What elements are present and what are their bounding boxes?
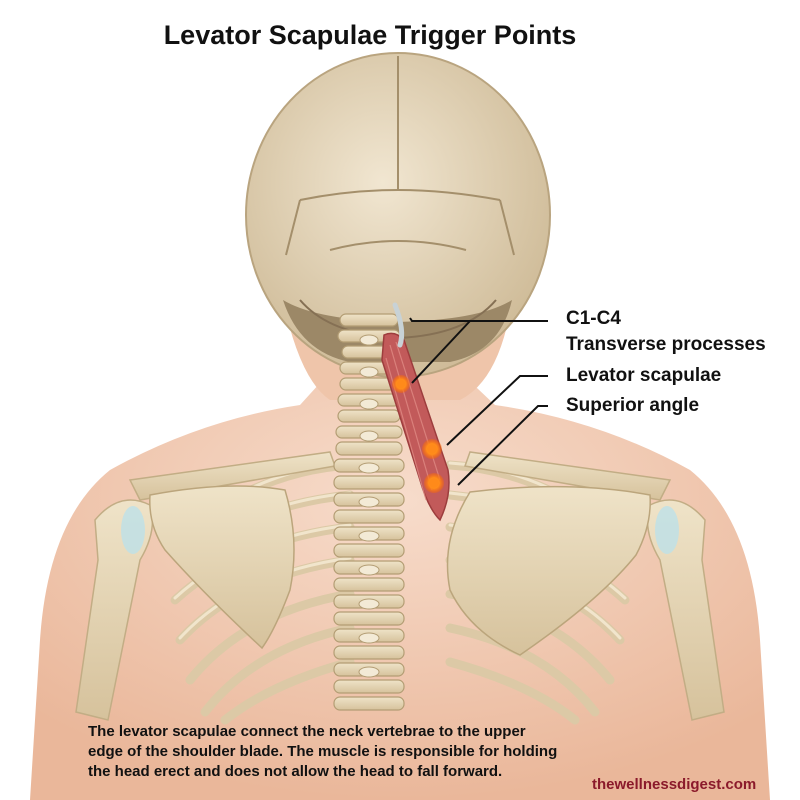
trigger-point-icon — [424, 473, 444, 493]
trigger-point-icon — [422, 439, 442, 459]
tendon — [392, 302, 405, 348]
spinous-processes — [358, 334, 380, 678]
skull-sutures — [285, 56, 515, 256]
scapulae — [149, 485, 651, 656]
label-transverse-processes: Transverse processes — [566, 334, 766, 355]
caption-line: edge of the shoulder blade. The muscle i… — [88, 743, 558, 760]
label-levator-scapulae: Levator scapulae — [566, 365, 722, 386]
trigger-point-icon — [392, 375, 410, 393]
shoulder-cartilage — [121, 506, 679, 554]
humerus-bones — [75, 499, 725, 721]
caption-line: The levator scapulae connect the neck ve… — [88, 723, 526, 740]
spine — [333, 313, 405, 711]
page-title: Levator Scapulae Trigger Points — [163, 20, 577, 50]
label-c1c4: C1-C4 — [566, 308, 621, 329]
caption-line: the head erect and does not allow the he… — [88, 763, 503, 780]
caption: The levator scapulae connect the neck ve… — [88, 722, 778, 782]
source-credit: thewellnessdigest.com — [592, 776, 757, 793]
label-superior-angle: Superior angle — [566, 395, 700, 416]
leader-lines — [409, 317, 548, 486]
